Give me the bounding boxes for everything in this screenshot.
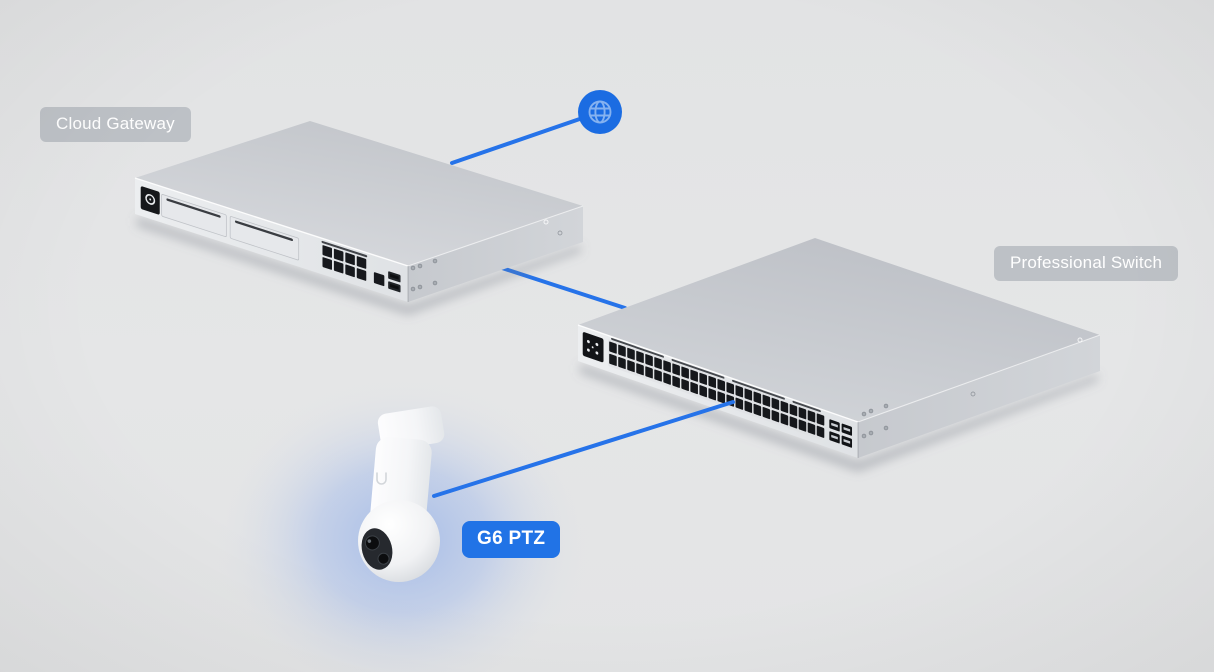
cloud-gateway-label: Cloud Gateway	[40, 107, 191, 142]
gateway-screws	[410, 230, 563, 292]
gateway-drive-bays	[161, 194, 300, 261]
cloud-gateway-device	[134, 121, 584, 315]
g6-ptz-label: G6 PTZ	[462, 521, 561, 558]
switch-rj45-ports	[609, 341, 825, 438]
link-switch-camera	[432, 400, 735, 498]
link-internet-gateway	[450, 110, 602, 165]
gateway-wan-port	[373, 272, 385, 287]
switch-sfp-ports	[829, 419, 853, 448]
gateway-sfp-ports	[388, 271, 401, 293]
g6-ptz-camera-device	[358, 406, 445, 582]
camera-lens	[361, 528, 393, 570]
switch-screws	[861, 391, 976, 439]
ubiquiti-logo-mark	[376, 472, 387, 485]
globe-icon	[578, 90, 622, 134]
professional-switch-device	[577, 238, 1101, 472]
gateway-lan-ports	[322, 245, 367, 281]
professional-switch-label: Professional Switch	[994, 246, 1179, 281]
